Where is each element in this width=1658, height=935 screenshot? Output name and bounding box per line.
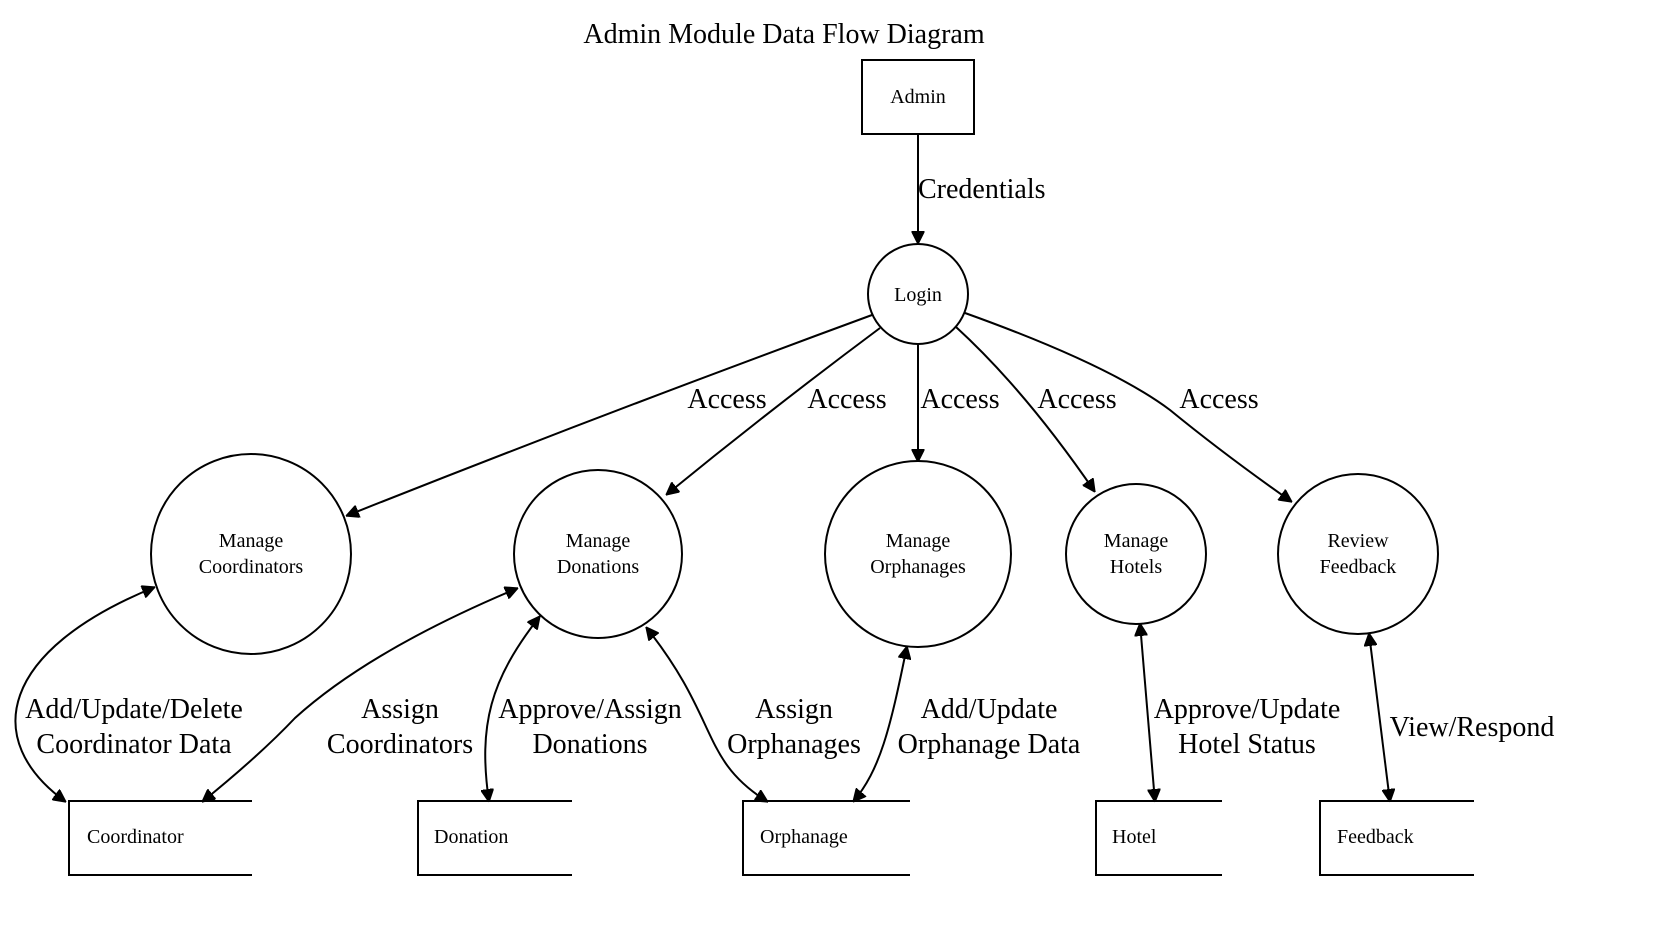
store-feedback: Feedback — [1319, 800, 1474, 876]
label-credentials: Credentials — [918, 174, 1046, 205]
label-approve-donations-line2: Donations — [532, 729, 647, 760]
store-hotel: Hotel — [1095, 800, 1222, 876]
edge-login-to-manage-hotels — [955, 326, 1096, 492]
node-manage-orphanages-line1: Manage — [886, 530, 951, 552]
node-review-feedback-line1: Review — [1327, 530, 1389, 552]
label-access-coordinators: Access — [687, 384, 766, 415]
label-assign-coordinators-line1: Assign — [361, 694, 439, 725]
store-orphanage-label: Orphanage — [760, 826, 848, 848]
edge-coordinator-manage-donations — [202, 588, 518, 802]
label-access-hotels: Access — [1037, 384, 1116, 415]
node-login: Login — [867, 243, 969, 345]
node-manage-coordinators-line1: Manage — [219, 530, 284, 552]
node-manage-hotels-line2: Hotels — [1110, 556, 1162, 578]
node-manage-hotels: Manage Hotels — [1065, 483, 1207, 625]
edge-login-to-manage-donations — [666, 327, 881, 495]
node-review-feedback: Review Feedback — [1277, 473, 1439, 635]
store-donation-label: Donation — [434, 826, 508, 848]
node-admin: Admin — [861, 59, 975, 135]
label-approve-donations-line1: Approve/Assign — [498, 694, 682, 725]
label-assign-orphanages-line2: Orphanages — [727, 729, 861, 760]
label-access-donations: Access — [807, 384, 886, 415]
store-orphanage: Orphanage — [742, 800, 910, 876]
store-coordinator: Coordinator — [68, 800, 252, 876]
node-review-feedback-line2: Feedback — [1320, 556, 1397, 578]
label-assign-orphanages-line1: Assign — [755, 694, 833, 725]
store-coordinator-label: Coordinator — [87, 826, 184, 848]
edge-orphanage-manage-orphanages — [853, 646, 907, 802]
edge-hotel-manage-hotels — [1140, 623, 1155, 802]
store-donation: Donation — [417, 800, 572, 876]
node-login-label: Login — [894, 284, 942, 306]
node-manage-donations-line2: Donations — [557, 556, 639, 578]
node-manage-orphanages-line2: Orphanages — [870, 556, 966, 578]
node-manage-donations: Manage Donations — [513, 469, 683, 639]
label-hotel-status-line2: Hotel Status — [1178, 729, 1316, 760]
edge-labels: Credentials Access Access Access Access … — [25, 174, 1554, 760]
label-access-feedback: Access — [1179, 384, 1258, 415]
label-orphanage-data-line2: Orphanage Data — [898, 729, 1081, 760]
label-coordinator-data-line2: Coordinator Data — [36, 729, 232, 760]
node-admin-label: Admin — [890, 86, 946, 108]
store-hotel-label: Hotel — [1112, 826, 1157, 848]
store-feedback-label: Feedback — [1337, 826, 1414, 848]
label-hotel-status-line1: Approve/Update — [1154, 694, 1341, 725]
edge-coordinator-manage-coordinators — [14, 587, 155, 802]
edge-feedback-review-feedback — [1369, 633, 1390, 802]
node-manage-hotels-line1: Manage — [1104, 530, 1169, 552]
edge-login-to-manage-coordinators — [346, 314, 873, 516]
diagram-title: Admin Module Data Flow Diagram — [583, 19, 984, 50]
edge-login-to-review-feedback — [964, 312, 1292, 502]
edges — [14, 135, 1390, 803]
label-view-respond: View/Respond — [1390, 712, 1555, 743]
label-orphanage-data-line1: Add/Update — [921, 694, 1058, 725]
node-manage-orphanages: Manage Orphanages — [824, 460, 1012, 648]
node-manage-coordinators: Manage Coordinators — [150, 453, 352, 655]
edge-orphanage-manage-donations — [646, 627, 768, 803]
label-access-orphanages: Access — [920, 384, 999, 415]
label-assign-coordinators-line2: Coordinators — [327, 729, 473, 760]
edge-donation-manage-donations — [485, 616, 540, 802]
node-manage-donations-line1: Manage — [566, 530, 631, 552]
label-coordinator-data-line1: Add/Update/Delete — [25, 694, 243, 725]
node-manage-coordinators-line2: Coordinators — [199, 556, 304, 578]
